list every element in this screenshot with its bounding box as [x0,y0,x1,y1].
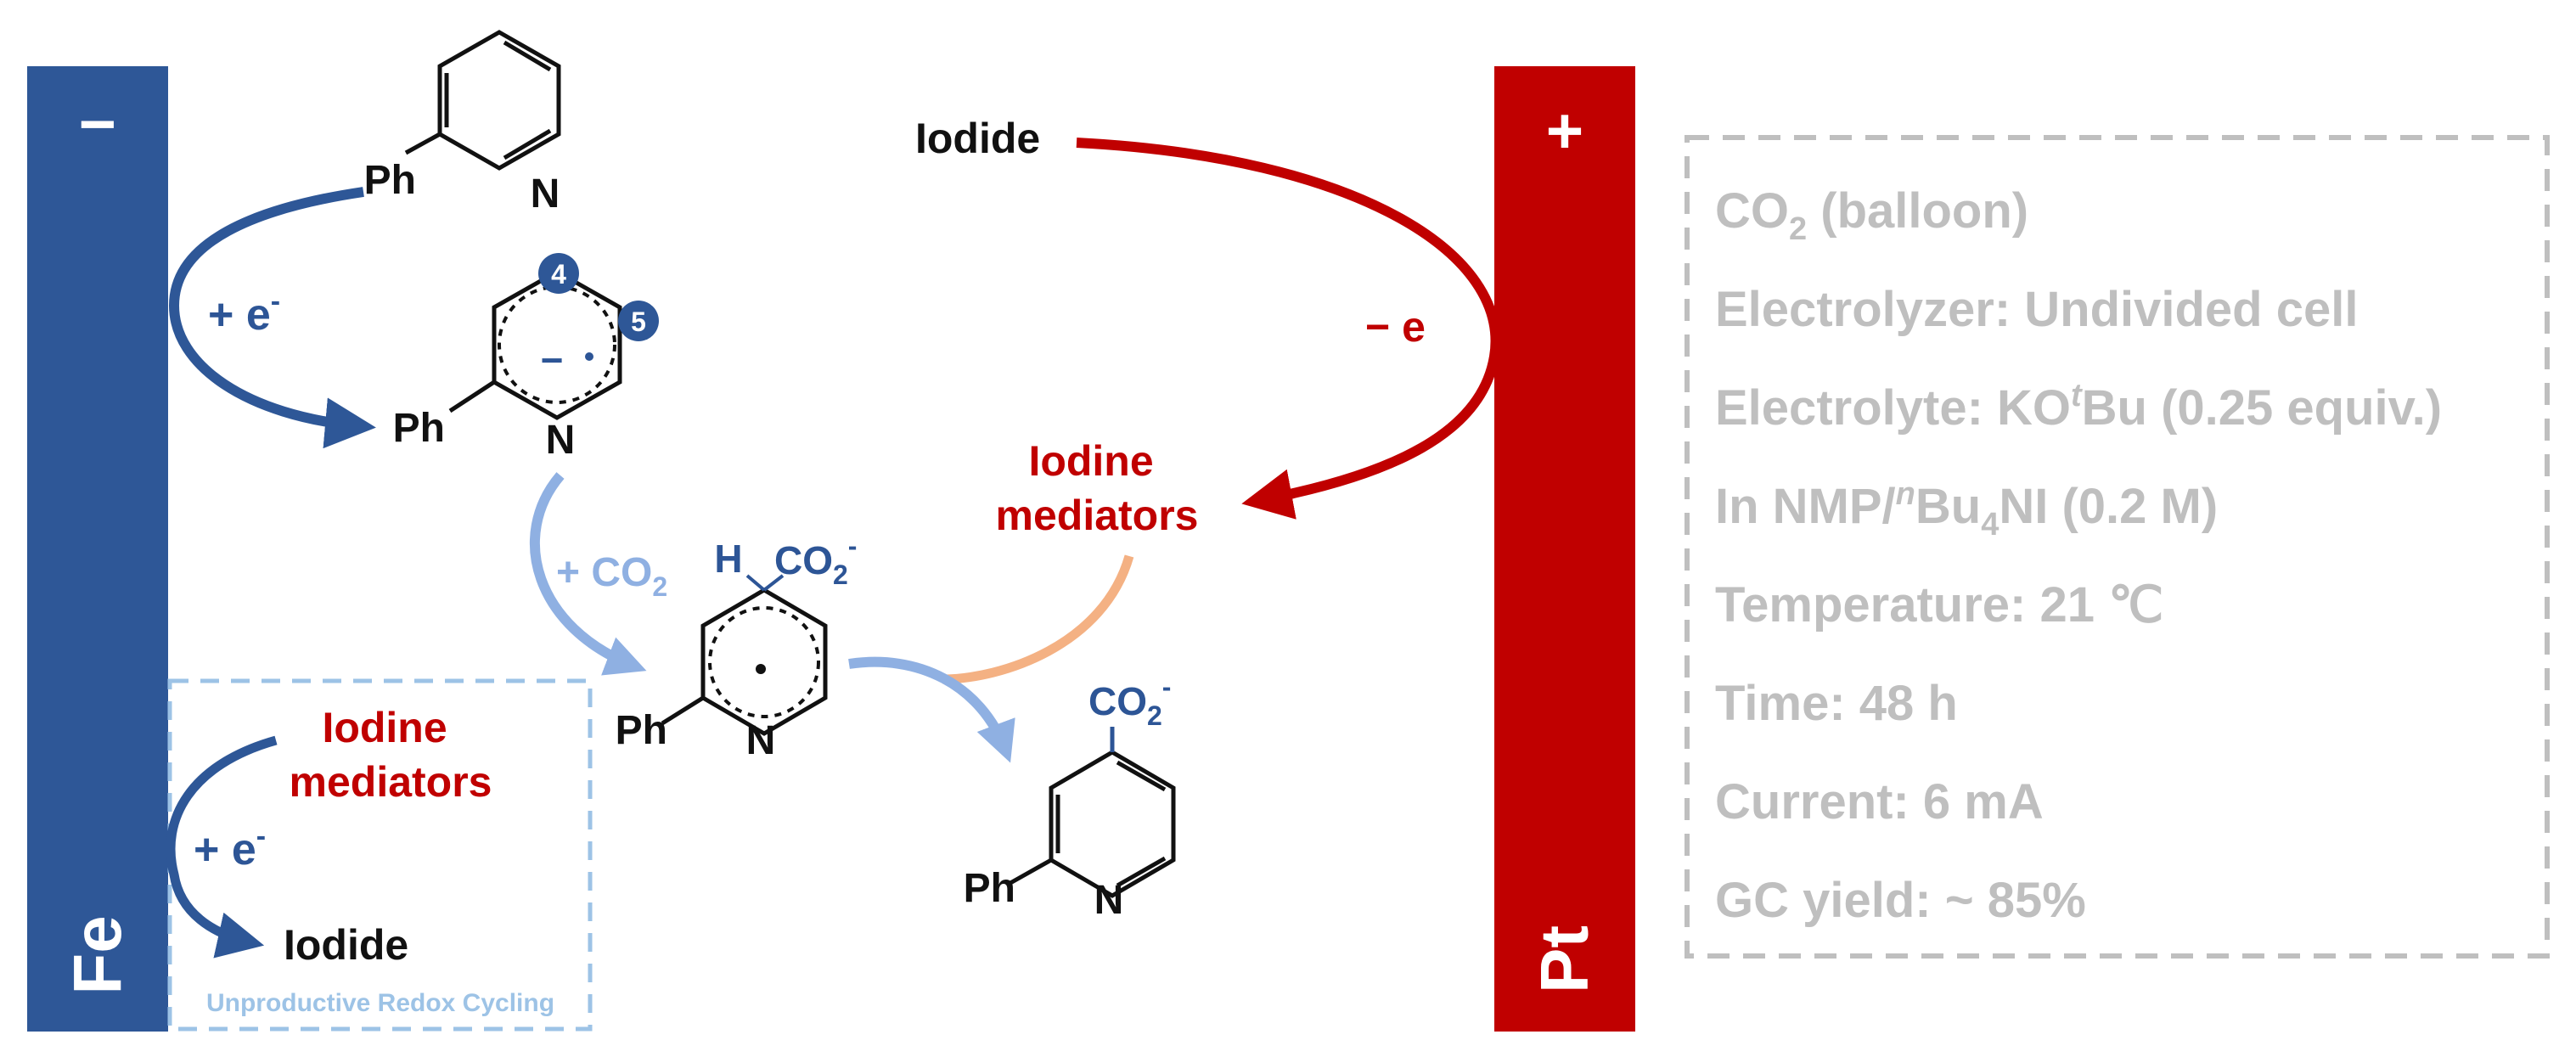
iodide-cathode-label: Iodide [284,921,408,969]
phenyl-label-2: Ph [393,406,445,451]
condition-time: Time: 48 h [1715,676,1958,731]
co2-addition-label: + CO2 [556,550,667,602]
product-structure [1009,727,1176,898]
iodine-mediators-cathode-label: Iodine mediators [290,704,492,806]
condition-electrolyte: Electrolyte: KOtBu (0.25 equiv.) [1715,378,2442,436]
conditions-box: CO2 (balloon) Electrolyzer: Undivided ce… [1685,135,2550,959]
phenyl-label-1: Ph [364,158,416,203]
pyridine-nitrogen-2: N [546,418,576,463]
position-4-label: 4 [551,259,566,290]
position-5-label: 5 [631,306,646,337]
carboxylate-label-2: CO2- [1088,672,1171,731]
pt-electrode-bar [1494,66,1635,1032]
cathode-sign: − [79,88,116,160]
oxidation-arrow [1076,138,1501,520]
iodine-mediators-anode-label: Iodine mediators [996,437,1199,539]
radical-anion-structure [448,253,659,420]
condition-yield: GC yield: ~ 85% [1715,873,2086,928]
pt-anode: + Pt [1494,66,1635,1032]
anode-sign: + [1546,95,1583,167]
condition-solvent: In NMP/nBu4NI (0.2 M) [1715,476,2218,543]
iodide-anode-label: Iodide [915,115,1040,162]
fe-cathode: − Fe [27,66,168,1032]
co2-addition-arrow [530,472,647,676]
condition-electrolyzer: Electrolyzer: Undivided cell [1715,282,2358,337]
radical-dot-1 [585,352,593,361]
product-formation-arrow [848,656,1015,763]
radical-dot-2 [756,664,766,674]
hydrogen-label: H [714,537,742,581]
unproductive-reduction-label: + e- [194,820,266,874]
fe-electrode-bar [27,66,168,1032]
pyridine-nitrogen-1: N [531,171,560,216]
condition-current: Current: 6 mA [1715,774,2044,829]
condition-co2: CO2 (balloon) [1715,183,2028,247]
phenyl-label-4: Ph [964,866,1015,911]
position-5-marker [618,301,659,341]
unproductive-reduction-arrow [166,735,278,959]
carboxylated-radical-structure [661,574,828,736]
phenylpyridine-structure [404,30,561,171]
oxidation-label: − e [1365,303,1426,351]
reduction-arrow [168,187,376,449]
unproductive-cycle-label: Unproductive Redox Cycling [206,989,554,1017]
mediator-transfer-arrow [942,554,1134,684]
reduction-label: + e- [208,285,280,340]
carboxylate-label-1: CO2- [774,531,857,590]
unproductive-cycle-box: Unproductive Redox Cycling [167,678,593,1032]
pyridine-nitrogen-4: N [1094,878,1124,923]
pyridine-nitrogen-3: N [746,718,776,763]
phenyl-label-3: Ph [616,708,667,753]
radical-anion-charge: − [541,338,564,382]
anode-material-label: Pt [1527,925,1602,993]
position-4-marker [538,253,579,294]
cathode-material-label: Fe [59,915,135,994]
condition-temperature: Temperature: 21 ℃ [1715,577,2163,633]
